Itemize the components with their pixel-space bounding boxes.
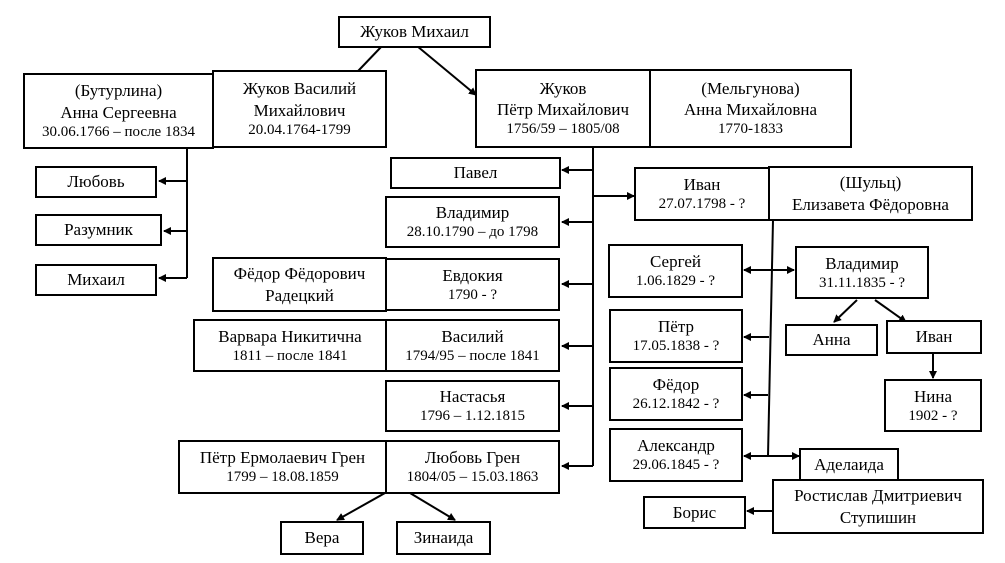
line-ivan-trunk [767, 219, 774, 457]
person-line: Жуков [539, 78, 587, 98]
person-line: Настасья [439, 387, 506, 406]
person-line: Вера [304, 528, 340, 548]
person-line: Нина [913, 386, 953, 406]
person-line: Любовь Грен [424, 448, 521, 467]
line-to-ivan-v [874, 299, 907, 323]
person-line: Ростислав Дмитриевич [794, 486, 962, 506]
person-line: Фёдор Фёдорович [233, 264, 366, 284]
person-line: Радецкий [265, 285, 334, 305]
person-line: Иван [683, 175, 721, 194]
person-line: Иван [915, 327, 953, 347]
person-aleksandr: Александр 29.06.1845 - ? [609, 428, 743, 482]
line-mikhail-to-petr [416, 45, 477, 96]
person-line: Сергей [650, 252, 701, 271]
person-line: 17.05.1838 - ? [632, 338, 720, 355]
person-sergey: Сергей 1.06.1829 - ? [608, 244, 743, 298]
person-line: 1790 - ? [447, 286, 498, 303]
person-line: 1756/59 – 1805/08 [506, 121, 620, 138]
person-line: 27.07.1798 - ? [658, 196, 746, 213]
line-to-zinaida [409, 492, 456, 521]
person-line: 1799 – 18.08.1859 [226, 469, 339, 486]
person-line: 1.06.1829 - ? [635, 273, 716, 290]
person-line: Анна Михайловна [683, 100, 818, 120]
person-line: Пётр Михайлович [497, 100, 629, 120]
person-fedor: Фёдор 26.12.1842 - ? [609, 367, 743, 421]
person-razumnik: Разумник [35, 214, 162, 246]
person-line: Фёдор [652, 375, 700, 394]
person-petr: Пётр 17.05.1838 - ? [609, 309, 743, 363]
person-line: (Бутурлина) [74, 81, 163, 101]
person-line: 28.10.1790 – до 1798 [406, 224, 539, 241]
person-vera: Вера [280, 521, 364, 555]
person-line: Михаил [67, 270, 125, 290]
person-line: 20.04.1764-1799 [248, 121, 351, 138]
person-pavel: Павел [390, 157, 561, 189]
person-lyubov: Любовь [35, 166, 157, 198]
person-line: Пётр [658, 317, 694, 336]
person-line: Разумник [64, 220, 133, 240]
line-to-anna [833, 299, 858, 323]
person-line: Павел [453, 163, 498, 183]
person-line: 1811 – после 1841 [232, 347, 348, 364]
person-mikhail: Михаил [35, 264, 157, 296]
person-line: Елизавета Фёдоровна [792, 194, 949, 214]
person-line: 26.12.1842 - ? [632, 396, 720, 413]
person-line: 30.06.1766 – после 1834 [42, 123, 195, 140]
person-nastasya: Настасья 1796 – 1.12.1815 [385, 380, 560, 432]
person-line: Василий [441, 326, 504, 346]
person-line: 1770-1833 [718, 121, 783, 138]
person-line: (Мельгунова) [701, 78, 800, 98]
person-adelaida: Аделаида [799, 448, 899, 482]
person-anna: Анна [785, 324, 878, 356]
person-vladimir: Владимир 28.10.1790 – до 1798 [385, 196, 560, 248]
person-line: Пётр Ермолаевич Грен [199, 448, 366, 467]
person-line: (Шульц) [839, 173, 902, 193]
person-line: Анна Сергеевна [60, 102, 177, 122]
line-to-vera [336, 492, 386, 521]
person-line: Михайлович [253, 100, 346, 120]
person-line: Жуков Василий [242, 79, 357, 99]
person-line: 1794/95 – после 1841 [405, 347, 540, 364]
person-line: 29.06.1845 - ? [632, 457, 720, 474]
person-line: 1796 – 1.12.1815 [420, 408, 525, 425]
person-line: Аделаида [814, 455, 884, 475]
person-line: Зинаида [413, 528, 474, 548]
person-line: Любовь [67, 172, 125, 192]
person-line: Владимир [435, 203, 510, 222]
person-line: 31.11.1835 - ? [818, 274, 906, 291]
person-zhukov-mikhail: Жуков Михаил [338, 16, 491, 48]
person-line: 1804/05 – 15.03.1863 [406, 469, 539, 486]
person-line: Варвара Никитична [218, 326, 362, 346]
person-line: Борис [672, 502, 717, 522]
person-line: 1902 - ? [908, 407, 958, 424]
person-lyubov-gren: Любовь Грен 1804/05 – 15.03.1863 [385, 440, 560, 494]
person-boris: Борис [643, 496, 746, 529]
person-line: Евдокия [442, 265, 503, 285]
person-ivan: Иван 27.07.1798 - ? [634, 167, 770, 221]
person-ivan-grandson: Иван [886, 320, 982, 354]
person-gren-petr: Пётр Ермолаевич Грен 1799 – 18.08.1859 [178, 440, 387, 494]
person-line: Владимир [825, 253, 899, 273]
person-line: Жуков Михаил [360, 22, 469, 42]
person-line: Александр [637, 436, 715, 455]
person-zinaida: Зинаида [396, 521, 491, 555]
person-shults: (Шульц)Елизавета Фёдоровна [768, 166, 973, 221]
person-line: Анна [812, 330, 851, 350]
person-line: Ступишин [839, 507, 917, 527]
